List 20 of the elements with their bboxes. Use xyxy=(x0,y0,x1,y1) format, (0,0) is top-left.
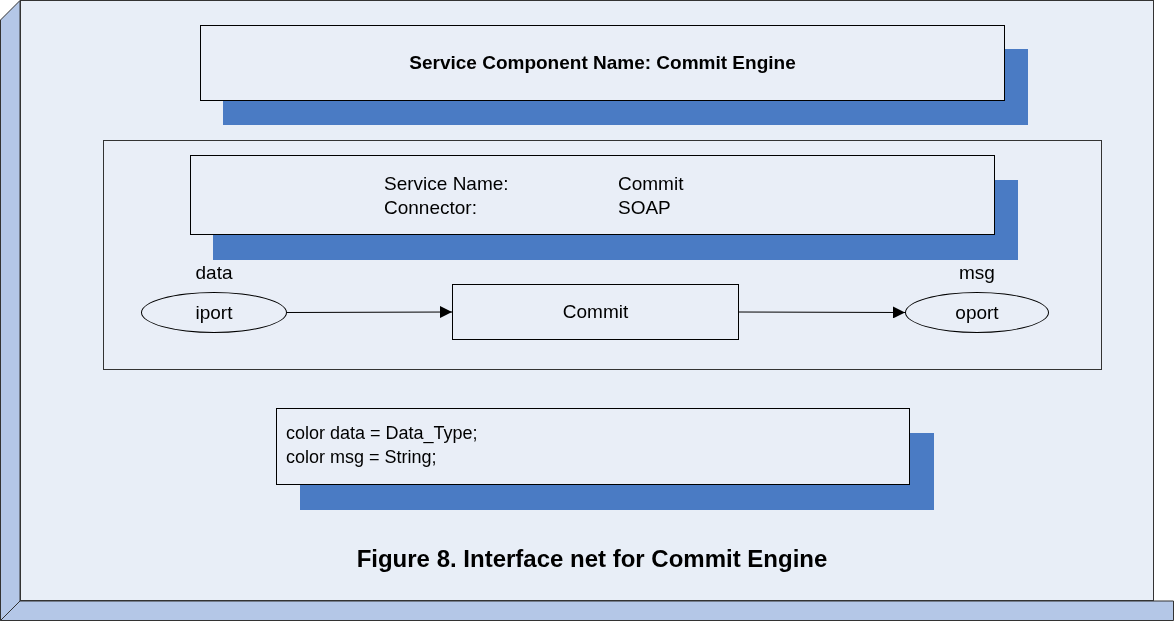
code-line: color data = Data_Type; xyxy=(286,423,478,444)
field-value: SOAP xyxy=(618,197,671,219)
figure-caption: Figure 8. Interface net for Commit Engine xyxy=(355,545,829,573)
node-label: iport xyxy=(194,301,234,324)
service-info-box xyxy=(190,155,995,235)
node-label: Commit xyxy=(561,301,630,323)
field-name: Connector: xyxy=(384,197,477,219)
port-label: data xyxy=(194,262,234,284)
declaration-box xyxy=(276,408,910,485)
field-value: Commit xyxy=(618,173,684,195)
service-frame xyxy=(103,140,1102,370)
arrow xyxy=(738,306,906,319)
field-name: Service Name: xyxy=(384,173,509,195)
port-label: msg xyxy=(958,262,996,284)
arrow xyxy=(286,306,453,319)
component-box xyxy=(452,284,739,340)
node-label: Service Component Name: Commit Engine xyxy=(408,52,797,74)
node-label: oport xyxy=(954,301,1000,324)
code-line: color msg = String; xyxy=(286,447,437,468)
title-box xyxy=(200,25,1005,101)
